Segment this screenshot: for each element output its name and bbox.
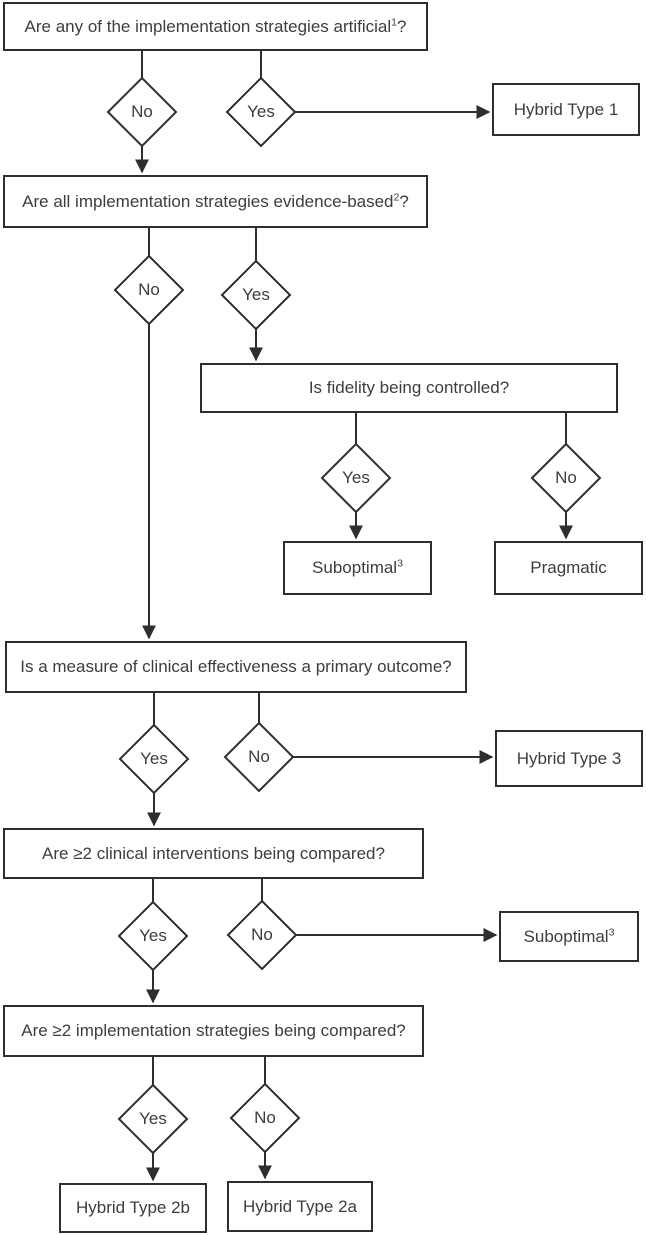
question-artificial-strategies: Are any of the implementation strategies… xyxy=(3,2,428,51)
footnote-marker: 2 xyxy=(393,190,400,203)
decision-diamond-yes xyxy=(118,723,190,795)
question-text: Are any of the implementation strategies… xyxy=(24,15,407,36)
decision-label-yes: Yes xyxy=(247,102,275,121)
question-text: Are ≥2 clinical interventions being comp… xyxy=(42,843,385,863)
decision-diamond-no xyxy=(530,442,602,514)
decision-diamond-yes xyxy=(220,259,292,331)
decision-label-no: No xyxy=(251,925,273,944)
decision-diamond-no xyxy=(113,254,185,326)
outcome-hybrid-type-1: Hybrid Type 1 xyxy=(492,83,640,136)
question-evidence-based: Are all implementation strategies eviden… xyxy=(3,175,428,228)
decision-label-no: No xyxy=(555,468,577,487)
outcome-text: Hybrid Type 2a xyxy=(242,1196,358,1216)
footnote-marker: 1 xyxy=(391,15,397,28)
outcome-hybrid-type-3: Hybrid Type 3 xyxy=(495,730,643,787)
decision-diamond-yes xyxy=(225,76,297,148)
footnote-marker: 3 xyxy=(397,557,403,570)
question-text: Are ≥2 implementation strategies being c… xyxy=(21,1021,406,1040)
decision-diamond-no xyxy=(223,721,295,793)
decision-label-yes: Yes xyxy=(140,749,168,768)
outcome-pragmatic: Pragmatic xyxy=(494,541,643,595)
decision-label-no: No xyxy=(254,1108,276,1127)
decision-diamond-yes xyxy=(320,442,392,514)
outcome-text: Hybrid Type 2b xyxy=(75,1198,191,1217)
decision-label-yes: Yes xyxy=(139,926,167,945)
question-implementation-strategies-compared: Are ≥2 implementation strategies being c… xyxy=(3,1005,424,1057)
question-text: Is fidelity being controlled? xyxy=(308,378,510,397)
decision-label-yes: Yes xyxy=(139,1109,167,1128)
question-fidelity-controlled: Is fidelity being controlled? xyxy=(200,363,618,413)
decision-label-no: No xyxy=(131,102,153,121)
decision-label-yes: Yes xyxy=(342,468,370,487)
question-text: Is a measure of clinical effectiveness a… xyxy=(20,657,452,676)
outcome-text: Suboptimal3 xyxy=(523,925,615,946)
outcome-suboptimal-fidelity: Suboptimal3 xyxy=(283,541,432,595)
question-text: Are all implementation strategies eviden… xyxy=(22,190,409,211)
outcome-text: Hybrid Type 3 xyxy=(516,748,622,768)
decision-label-no: No xyxy=(248,747,270,766)
outcome-hybrid-type-2b: Hybrid Type 2b xyxy=(59,1183,207,1233)
outcome-text: Suboptimal3 xyxy=(312,557,403,577)
outcome-text: Hybrid Type 1 xyxy=(513,99,619,119)
outcome-hybrid-type-2a: Hybrid Type 2a xyxy=(227,1181,373,1232)
question-clinical-effectiveness-outcome: Is a measure of clinical effectiveness a… xyxy=(5,641,467,693)
decision-diamond-no xyxy=(229,1082,301,1154)
footnote-marker: 3 xyxy=(608,925,615,938)
outcome-suboptimal-interventions: Suboptimal3 xyxy=(499,911,639,962)
decision-diamond-no xyxy=(106,76,178,148)
question-clinical-interventions-compared: Are ≥2 clinical interventions being comp… xyxy=(3,828,424,879)
decision-label-no: No xyxy=(138,280,160,299)
decision-diamond-yes xyxy=(117,1083,189,1155)
decision-diamond-yes xyxy=(117,900,189,972)
decision-label-yes: Yes xyxy=(242,285,270,304)
outcome-text: Pragmatic xyxy=(530,558,607,577)
decision-diamond-no xyxy=(226,899,298,971)
